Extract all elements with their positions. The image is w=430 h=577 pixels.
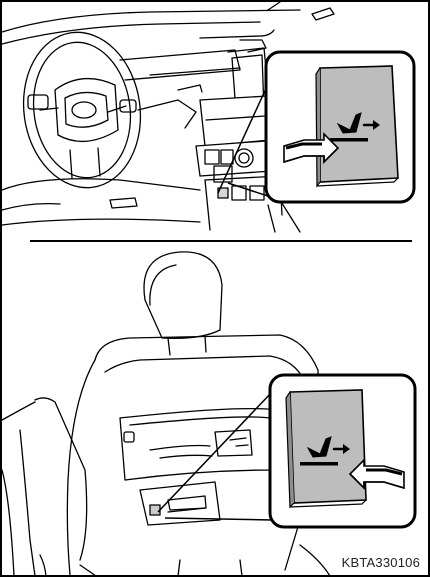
- figure-code: KBTA330106: [342, 555, 420, 570]
